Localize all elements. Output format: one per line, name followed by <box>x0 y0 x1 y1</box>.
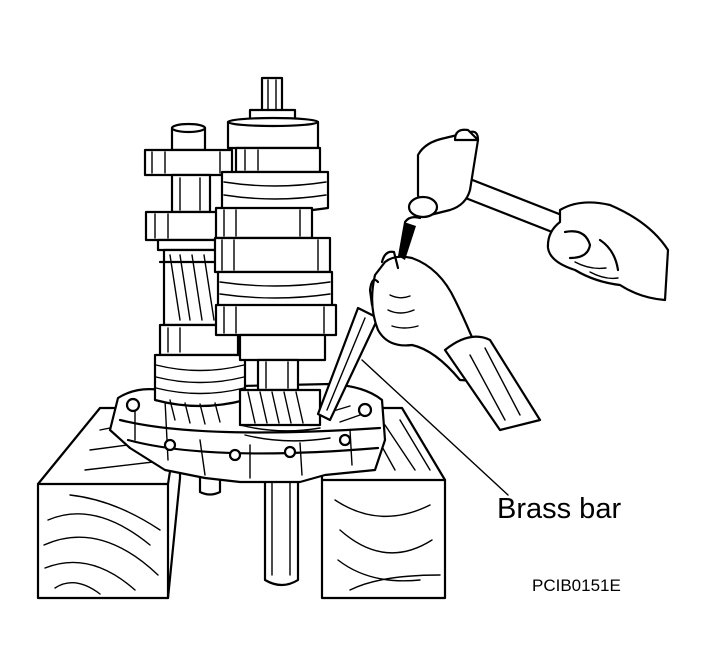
right-hand <box>546 201 670 302</box>
figure-code: PCIB0151E <box>532 576 621 595</box>
brass-bar <box>316 306 380 422</box>
brass-bar-label: Brass bar <box>497 493 622 525</box>
mainshaft-right <box>213 76 338 427</box>
hammer <box>398 128 607 260</box>
countershaft-left <box>143 122 247 425</box>
leader-line <box>361 359 509 496</box>
left-hand <box>368 250 542 432</box>
